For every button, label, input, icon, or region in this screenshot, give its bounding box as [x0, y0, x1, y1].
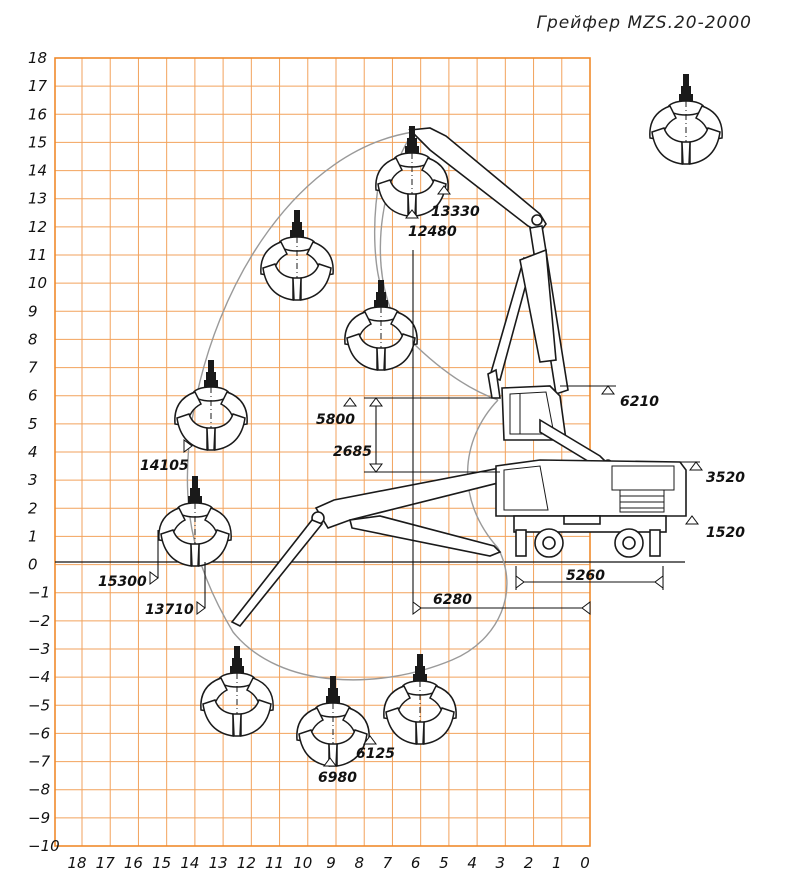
y-tick-label: 0: [28, 556, 38, 574]
x-tick-label: 14: [180, 854, 199, 872]
x-tick-label: 7: [383, 854, 393, 872]
y-tick-label: 9: [28, 302, 38, 320]
y-tick-label: 7: [28, 359, 38, 377]
grab-icon: [383, 653, 457, 745]
dim-2685: 2685: [333, 444, 372, 460]
dim-6280: 6280: [433, 592, 472, 608]
y-tick-label: −5: [28, 696, 50, 714]
x-tick-label: 11: [265, 854, 284, 872]
y-tick-label: 10: [28, 274, 47, 292]
y-tick-label: −7: [28, 753, 51, 771]
diagram-title: Грейфер MZS.20-2000: [537, 13, 753, 33]
grab-positions: [158, 73, 723, 767]
y-tick-label: 8: [28, 330, 38, 348]
x-tick-label: 6: [411, 854, 421, 872]
x-tick-label: 0: [580, 854, 590, 872]
dim-6980: 6980: [318, 770, 357, 786]
excavator-raised-boom: [408, 127, 569, 399]
y-tick-label: −1: [28, 584, 50, 602]
y-tick-label: 13: [28, 190, 47, 208]
y-tick-label: 15: [28, 133, 47, 151]
y-tick-label: 18: [28, 49, 47, 67]
dim-14105: 14105: [140, 458, 189, 474]
y-tick-label: 14: [28, 162, 47, 180]
y-tick-label: −8: [28, 781, 50, 799]
dimension-lines: [149, 185, 703, 767]
grid: [54, 57, 591, 847]
dim-6125: 6125: [356, 746, 395, 762]
dim-3520: 3520: [706, 470, 745, 486]
dim-5800: 5800: [316, 412, 355, 428]
grab-icon: [200, 645, 274, 737]
dim-12480: 12480: [408, 224, 457, 240]
grab-icon: [158, 475, 232, 567]
y-tick-label: 3: [28, 471, 38, 489]
x-tick-label: 17: [96, 854, 116, 872]
x-tick-label: 10: [293, 854, 312, 872]
y-tick-label: 5: [28, 415, 38, 433]
grab-icon: [260, 209, 334, 301]
y-tick-label: 6: [28, 387, 38, 405]
x-tick-label: 9: [326, 854, 336, 872]
dim-13330: 13330: [431, 204, 480, 220]
dim-6210: 6210: [620, 394, 659, 410]
y-tick-label: −4: [28, 668, 50, 686]
x-tick-label: 2: [524, 854, 534, 872]
y-tick-label: 4: [28, 443, 38, 461]
y-tick-label: −3: [28, 640, 50, 658]
x-tick-label: 16: [124, 854, 143, 872]
x-tick-label: 13: [209, 854, 228, 872]
dim-13710: 13710: [145, 602, 194, 618]
x-tick-label: 1: [552, 854, 562, 872]
y-tick-label: 17: [28, 77, 48, 95]
dim-5260: 5260: [566, 568, 605, 584]
grab-icon: [649, 73, 723, 165]
y-tick-label: 11: [28, 246, 47, 264]
x-tick-label: 5: [439, 854, 449, 872]
x-tick-label: 12: [237, 854, 256, 872]
dimension-labels: 13330 12480 6210 5800 2685 3520 1520 141…: [98, 204, 745, 786]
y-axis-labels: 1817161514131211109876543210−1−2−3−4−5−6…: [28, 49, 60, 855]
grab-icon: [174, 359, 248, 451]
y-tick-label: 2: [28, 499, 38, 517]
y-tick-label: 1: [28, 527, 38, 545]
dim-15300: 15300: [98, 574, 147, 590]
y-tick-label: −9: [28, 809, 50, 827]
y-tick-label: 16: [28, 105, 47, 123]
x-tick-label: 15: [152, 854, 171, 872]
y-tick-label: −2: [28, 612, 50, 630]
x-tick-label: 8: [354, 854, 364, 872]
dim-1520: 1520: [706, 525, 745, 541]
y-tick-label: 12: [28, 218, 47, 236]
excavator-cab: [501, 385, 613, 469]
y-tick-label: −6: [28, 724, 50, 742]
grab-icon: [344, 279, 418, 371]
x-tick-label: 4: [467, 854, 477, 872]
x-tick-label: 3: [496, 854, 506, 872]
x-tick-label: 18: [67, 854, 86, 872]
excavator-body: [495, 459, 687, 558]
y-tick-label: −10: [28, 837, 60, 855]
